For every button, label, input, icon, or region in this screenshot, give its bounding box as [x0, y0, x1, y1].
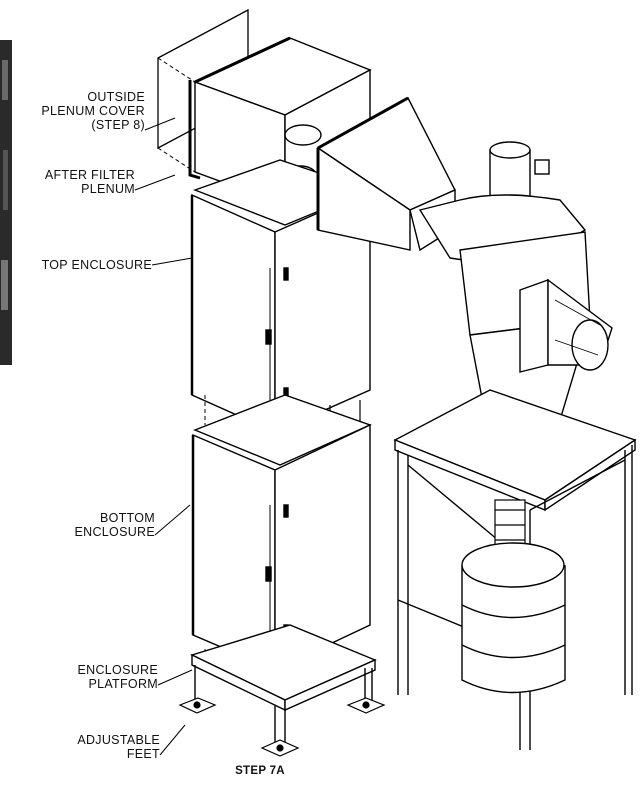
- label-after-filter-plenum: AFTER FILTER PLENUM: [10, 168, 135, 196]
- label-line: ENCLOSURE: [74, 525, 155, 539]
- label-bottom-enclosure: BOTTOM ENCLOSURE: [20, 511, 155, 539]
- adjustable-feet-drawing: [178, 697, 386, 757]
- label-line: OUTSIDE: [87, 90, 145, 104]
- label-line: PLENUM COVER: [41, 104, 145, 118]
- label-outside-plenum-cover: OUTSIDE PLENUM COVER (STEP 8): [20, 90, 145, 132]
- label-adjustable-feet: ADJUSTABLE FEET: [20, 733, 160, 761]
- label-line: ADJUSTABLE: [77, 733, 160, 747]
- label-enclosure-platform: ENCLOSURE PLATFORM: [20, 663, 158, 691]
- label-line: PLENUM: [81, 182, 135, 196]
- top-enclosure-drawing: [190, 159, 373, 434]
- label-line: FEET: [126, 747, 160, 761]
- label-line: AFTER FILTER: [44, 168, 135, 182]
- label-top-enclosure: TOP ENCLOSURE: [5, 258, 152, 272]
- enclosure-platform-drawing: [190, 624, 377, 748]
- label-line: PLATFORM: [88, 677, 158, 691]
- label-line: BOTTOM: [99, 511, 155, 525]
- label-line: TOP ENCLOSURE: [41, 258, 152, 272]
- label-line: (STEP 8): [91, 118, 145, 132]
- photo-strip: [0, 40, 12, 365]
- label-line: ENCLOSURE: [77, 663, 158, 677]
- bottom-enclosure-drawing: [191, 394, 372, 672]
- step-caption: STEP 7A: [235, 765, 285, 777]
- drum-drawing: [461, 542, 566, 694]
